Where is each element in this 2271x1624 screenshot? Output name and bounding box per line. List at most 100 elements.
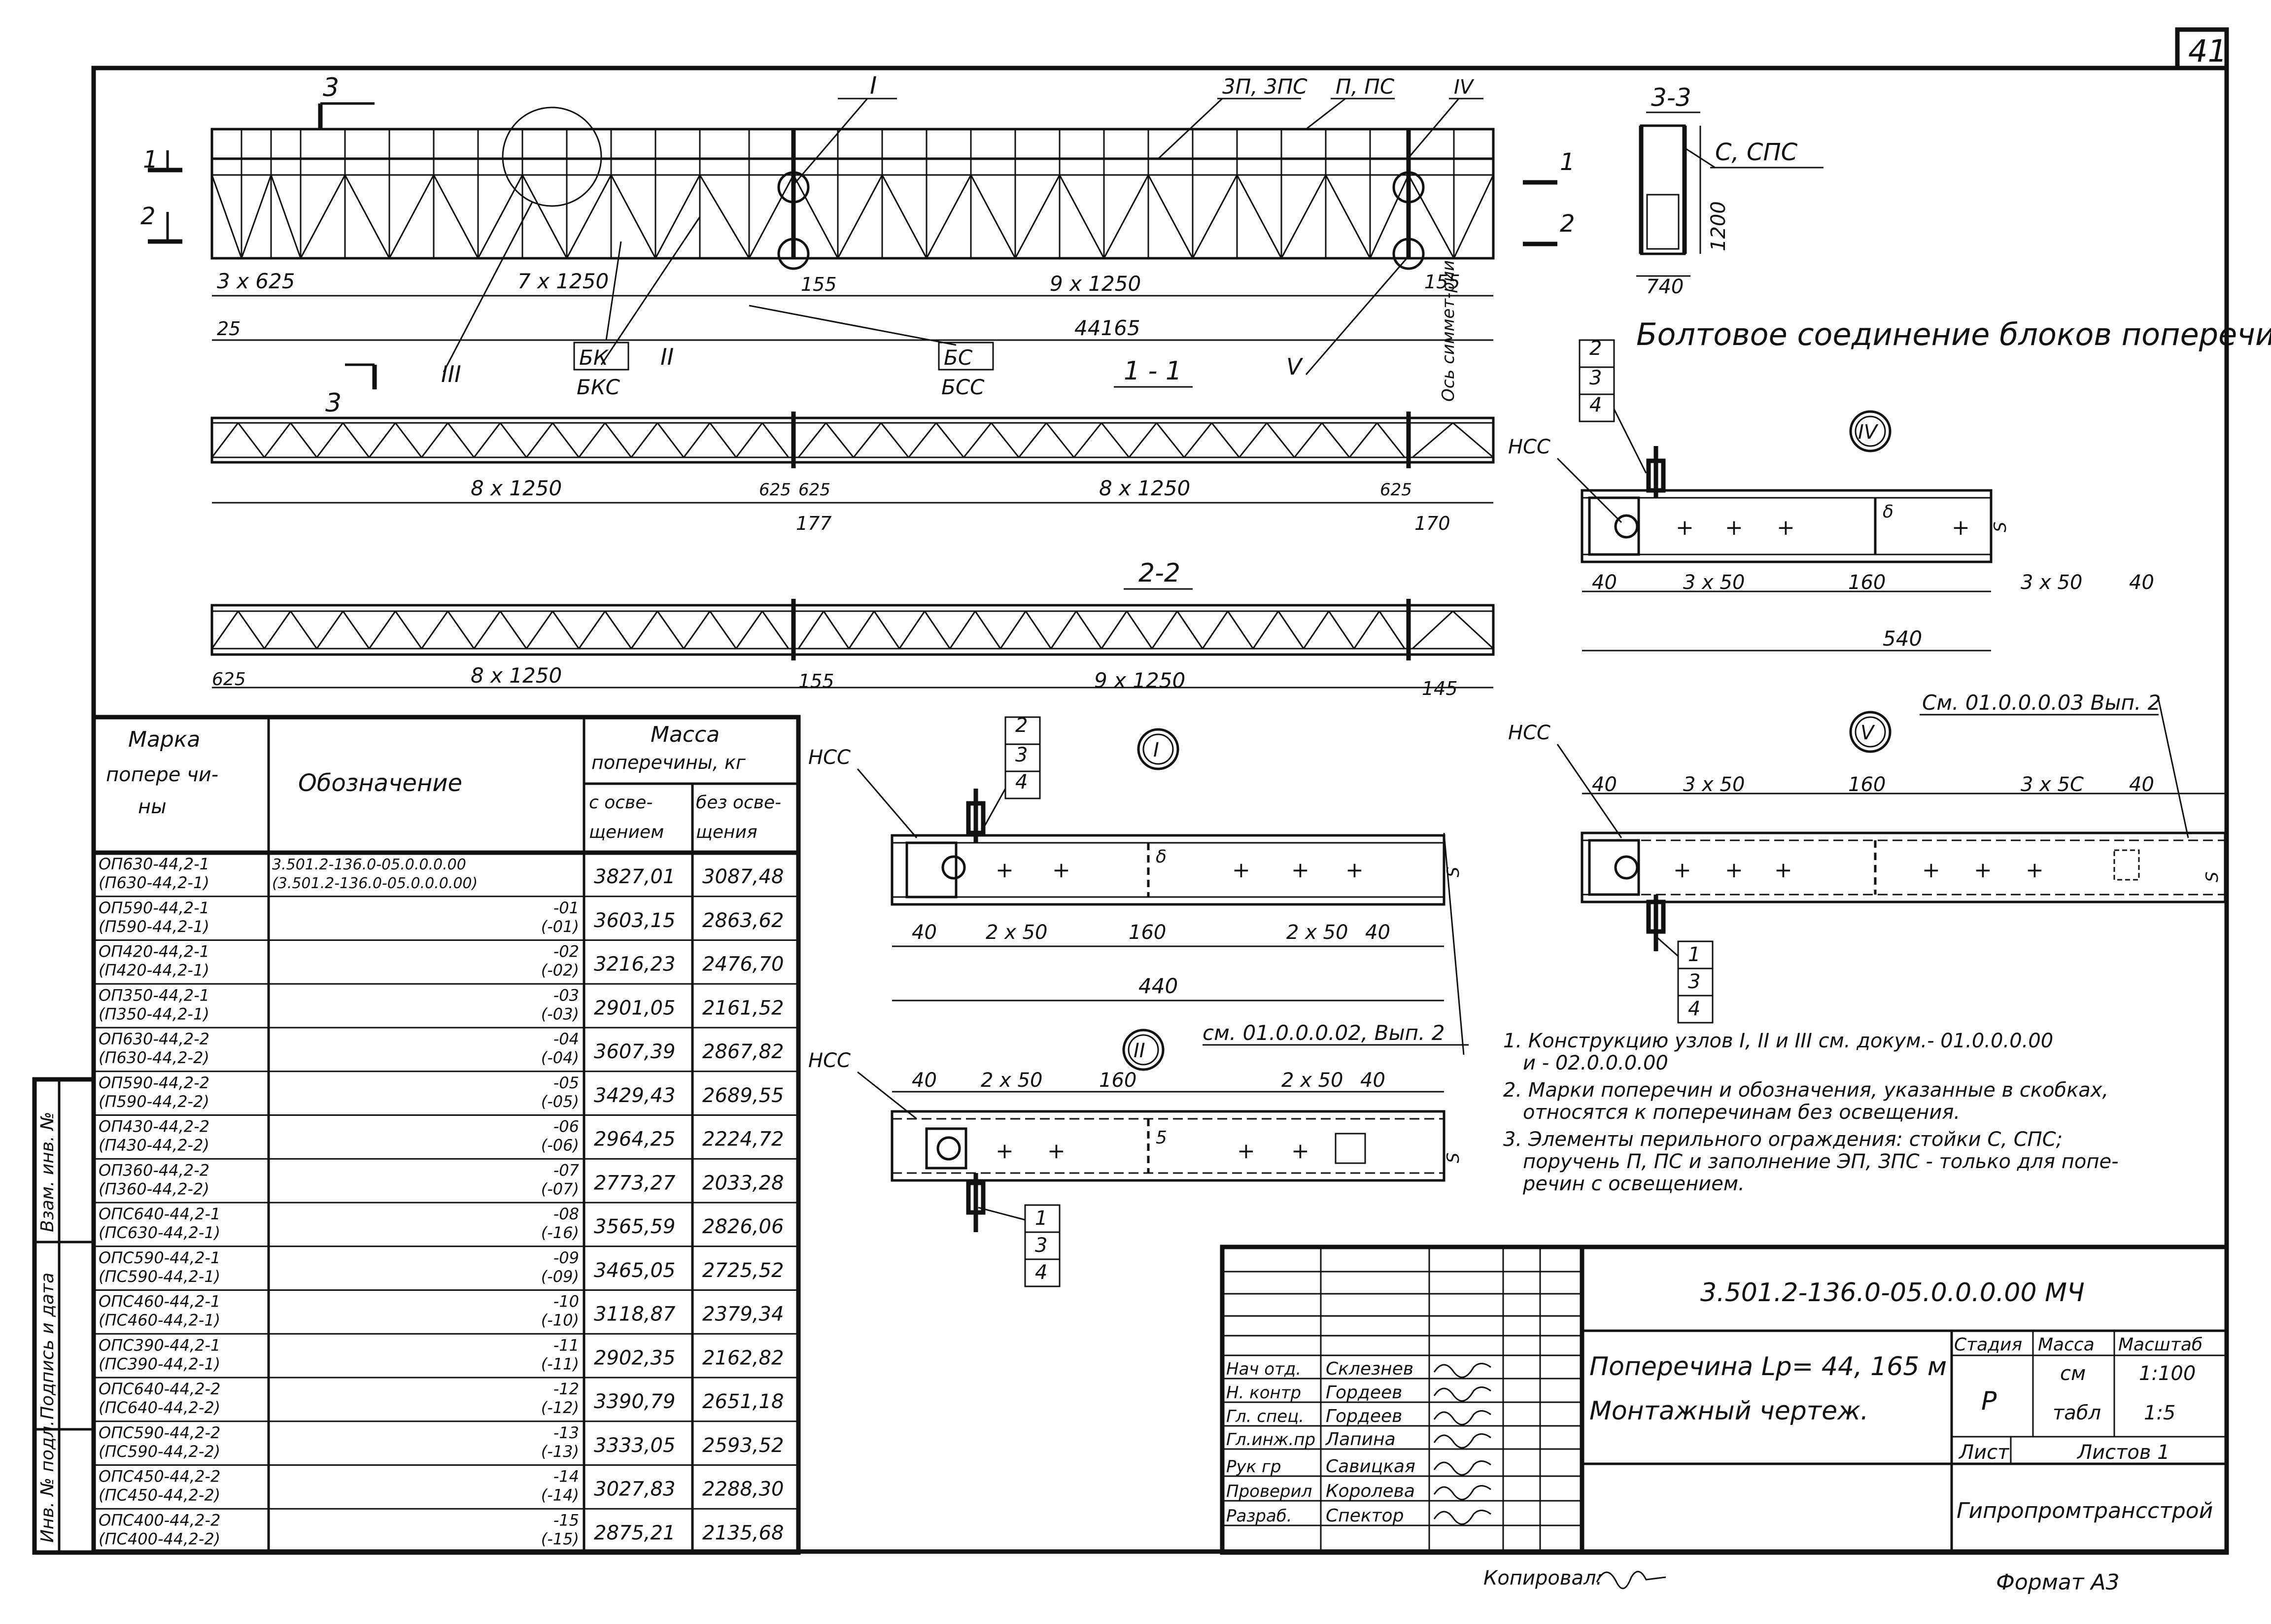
th-lit-2: щением <box>589 822 664 842</box>
cell-mass-unlit: 2689,55 <box>702 1084 784 1107</box>
cell-mark: ОП590-44,2-1 <box>99 898 209 917</box>
cell-designation: -09 <box>553 1248 579 1267</box>
node-IV-delta: δ <box>1883 502 1893 522</box>
node-I-dim-40b: 40 <box>1365 921 1390 944</box>
mass-table: Марка попере чи- ны Обозначение Масса по… <box>91 715 801 1555</box>
cell-mass-lit: 3429,43 <box>594 1084 675 1107</box>
bolt-hole-mark: + <box>1291 858 1309 883</box>
node-IV-dim-40b: 40 <box>2129 571 2154 594</box>
copied-by-label: Копировал: <box>1483 1567 1603 1589</box>
tb-name-1: Поперечина Lр= 44, 165 м <box>1589 1352 1947 1382</box>
tb-person-name: Спектор <box>1326 1506 1404 1526</box>
cell-designation-alt: (-16) <box>541 1223 579 1242</box>
sheet-frame <box>91 66 2229 1554</box>
note-line-4: относятся к поперечинам без освещения. <box>1523 1101 1960 1124</box>
side-stamps: Инв. № подл. Подпись и дата Взам. инв. № <box>32 1077 96 1555</box>
tb-role: Гл.инж.пр <box>1226 1430 1315 1450</box>
node-V-dim-40a: 40 <box>1592 773 1617 796</box>
bolt-hole-mark: + <box>1952 515 1970 540</box>
section-2-2: 2-2 625 8 x 1250 155 9 x 1250 145 <box>210 558 1495 699</box>
cell-mark-alt: (П350-44,2-1) <box>99 1004 209 1023</box>
plan-view: 3 1 2 1 2 I 3П, 3ПС П, ПС IV III II БК Б… <box>140 72 1575 418</box>
stamp-inv-podl: Инв. № подл. <box>37 1420 58 1543</box>
cell-mark: ОП630-44,2-1 <box>99 855 209 873</box>
node-IV-dim-3x50b: 3 x 50 <box>2021 571 2082 594</box>
cell-mass-lit: 3827,01 <box>594 865 675 888</box>
node-V-c1: 1 <box>1688 943 1700 966</box>
mark-bss: БСС <box>941 375 985 399</box>
node-II-dim-2x50a: 2 x 50 <box>981 1069 1042 1092</box>
signature-mark <box>1433 1510 1491 1525</box>
cell-mass-lit: 2901,05 <box>594 997 675 1019</box>
bolt-hole-mark: + <box>996 1139 1014 1164</box>
node-IV-c2: 2 <box>1589 337 1602 360</box>
cell-mass-unlit: 2863,62 <box>702 909 784 932</box>
note-line-3: 2. Марки поперечин и обозначения, указан… <box>1503 1079 2108 1102</box>
detail-III-circle <box>502 106 602 207</box>
signature-mark <box>1433 1485 1491 1500</box>
node-I-dim-40a: 40 <box>912 921 937 944</box>
note-line-6: поручень П, ПС и заполнение ЭП, ЗПС - то… <box>1523 1150 2119 1173</box>
bolt-hole-mark: + <box>1047 1139 1066 1164</box>
cell-mark: ОПС590-44,2-2 <box>99 1423 220 1442</box>
cell-mass-unlit: 2135,68 <box>702 1521 784 1544</box>
node-V-label: V <box>1860 722 1875 744</box>
node-I-c4: 4 <box>1015 771 1028 794</box>
tb-mass-2: табл <box>2053 1402 2101 1424</box>
plan-dim-total: 44165 <box>1074 316 1140 340</box>
th-mark-1: Марка <box>128 727 200 752</box>
cell-mass-unlit: 3087,48 <box>702 865 784 888</box>
callout-3-top: 3 <box>323 73 339 103</box>
callout-2-right: 2 <box>1560 210 1575 238</box>
bolt-hole-mark: + <box>1676 515 1694 540</box>
node-V-dim-160: 160 <box>1848 773 1886 796</box>
s11-dim-625b: 625 <box>798 480 830 500</box>
tb-person-name: Гордеев <box>1326 1382 1402 1403</box>
cell-designation: -10 <box>553 1292 579 1311</box>
cell-mark-alt: (П590-44,2-1) <box>99 917 209 936</box>
node-V-dim-3x50a: 3 x 50 <box>1683 773 1745 796</box>
node-V-dim-40b: 40 <box>2129 773 2154 796</box>
tb-person-name: Савицкая <box>1326 1456 1415 1477</box>
th-mass-1: Масса <box>651 722 720 747</box>
s11-dim-8x1250b: 8 x 1250 <box>1099 476 1190 500</box>
cell-mark: ОПС450-44,2-2 <box>99 1467 220 1486</box>
tb-h-scale: Масштаб <box>2118 1335 2202 1355</box>
plan-dim-155b: 155 <box>1424 271 1460 293</box>
node-II-c1: 1 <box>1035 1207 1047 1230</box>
tb-h-stage: Стадия <box>1954 1335 2022 1355</box>
cell-designation-alt: (-06) <box>541 1136 579 1155</box>
cell-mass-unlit: 2867,82 <box>702 1040 784 1063</box>
th-unlit-2: щения <box>696 822 757 842</box>
mark-bk: БК <box>579 346 609 370</box>
note-line-7: речин с освещением. <box>1522 1173 1745 1195</box>
node-II: II НСС 40 2 x 50 160 2 x 50 40 5 S ++++ … <box>808 1029 1463 1287</box>
tb-org: Гипропромтрансстрой <box>1957 1498 2213 1523</box>
cell-designation: -04 <box>553 1030 579 1048</box>
bolt-hole-mark: + <box>996 858 1014 883</box>
bolt-hole-mark: + <box>1052 858 1070 883</box>
node-I-label: I <box>1153 739 1159 761</box>
tb-scale-1: 1:100 <box>2139 1362 2196 1385</box>
signature-mark <box>1433 1386 1491 1402</box>
label-3p: 3П, 3ПС <box>1222 74 1308 99</box>
cell-designation-alt: (-07) <box>541 1179 579 1198</box>
node-II-c4: 4 <box>1035 1261 1047 1284</box>
cell-mark: ОП590-44,2-2 <box>99 1073 209 1092</box>
cell-mass-lit: 3565,59 <box>594 1215 675 1238</box>
cell-mass-unlit: 2033,28 <box>702 1172 784 1194</box>
node-IV-dim-3x50a: 3 x 50 <box>1683 571 1745 594</box>
cell-mark-alt: (П360-44,2-2) <box>99 1179 209 1198</box>
cell-designation-alt: (-13) <box>541 1442 579 1461</box>
node-IV-nss: НСС <box>1508 436 1550 458</box>
signature-mark <box>1433 1410 1491 1425</box>
node-I-dim-2x50a: 2 x 50 <box>986 921 1047 944</box>
cell-designation: -01 <box>553 898 579 917</box>
cell-designation-alt: (-03) <box>541 1004 579 1023</box>
cell-mass-lit: 3603,15 <box>594 909 675 932</box>
tb-role: Гл. спец. <box>1226 1407 1304 1426</box>
s22-dim-155: 155 <box>798 670 834 692</box>
copier-signature <box>1596 1571 1666 1589</box>
cell-designation: -02 <box>553 942 579 961</box>
tb-role: Разраб. <box>1226 1506 1292 1526</box>
